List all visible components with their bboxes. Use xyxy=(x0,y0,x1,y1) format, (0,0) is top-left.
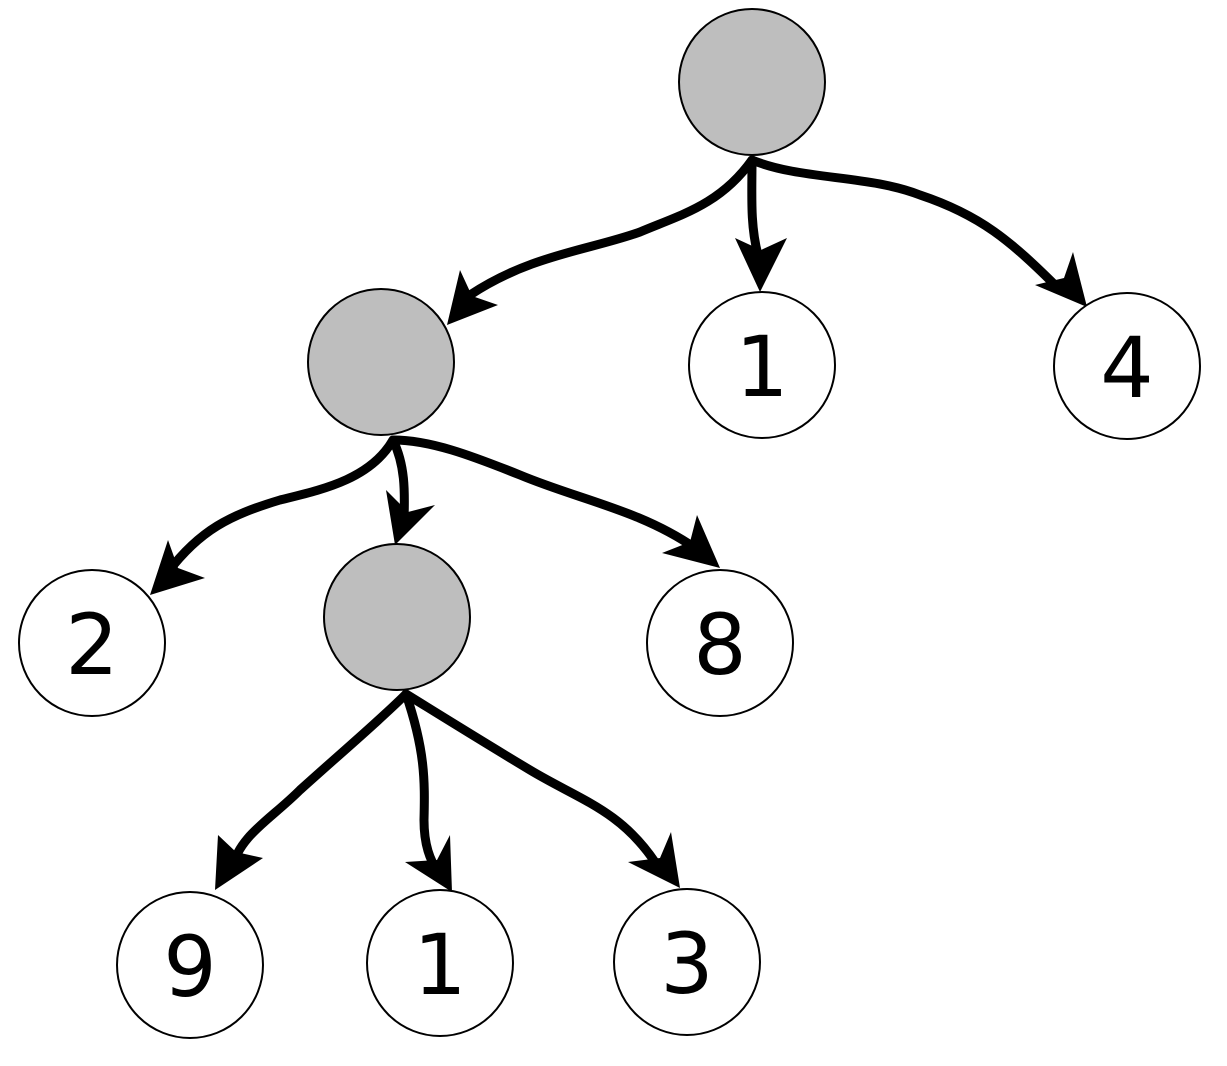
node-leaf-3: 3 xyxy=(613,888,761,1036)
node-label: 2 xyxy=(65,596,118,694)
leaf-node-circle xyxy=(613,888,761,1036)
edge-mid-to-low xyxy=(386,435,435,545)
node-mid xyxy=(307,288,455,436)
internal-node-circle xyxy=(678,8,826,156)
leaf-node-circle xyxy=(646,569,794,717)
edge-line xyxy=(163,435,398,577)
edge-low-to-leaf-3 xyxy=(401,689,680,888)
edge-root-to-mid xyxy=(447,155,757,325)
leaf-node-circle xyxy=(116,891,264,1039)
node-root xyxy=(678,8,826,156)
edge-mid-to-leaf-8 xyxy=(388,435,720,568)
edge-low-to-leaf-1-bottom xyxy=(401,689,452,892)
node-low xyxy=(323,543,471,691)
leaf-node-circle xyxy=(366,889,514,1037)
arrowhead-icon xyxy=(405,835,452,892)
node-label: 3 xyxy=(660,915,713,1013)
arrowhead-icon xyxy=(628,832,680,888)
edge-root-to-leaf-1-top xyxy=(735,155,787,292)
node-label: 1 xyxy=(413,916,466,1014)
leaf-node-circle xyxy=(688,291,836,439)
node-label: 4 xyxy=(1100,319,1153,417)
arrowhead-icon xyxy=(215,835,263,890)
arrowhead-icon xyxy=(386,490,435,545)
edge-mid-to-leaf-2 xyxy=(150,435,398,595)
node-leaf-1-top: 1 xyxy=(688,291,836,439)
node-leaf-1-bottom: 1 xyxy=(366,889,514,1037)
edge-line xyxy=(747,155,1065,295)
node-label: 8 xyxy=(693,596,746,694)
arrowhead-icon xyxy=(447,270,498,325)
edge-low-to-leaf-9 xyxy=(215,689,411,890)
edge-line xyxy=(401,689,443,877)
leaf-node-circle xyxy=(18,569,166,717)
edge-line xyxy=(747,155,763,260)
edge-line xyxy=(401,689,660,867)
arrowhead-icon xyxy=(1035,252,1087,307)
internal-node-circle xyxy=(323,543,471,691)
edge-line xyxy=(388,435,700,553)
node-leaf-9: 9 xyxy=(116,891,264,1039)
node-leaf-2: 2 xyxy=(18,569,166,717)
edges-layer xyxy=(150,155,1087,892)
arrowhead-icon xyxy=(662,515,720,568)
leaf-node-circle xyxy=(1053,292,1201,440)
node-label: 9 xyxy=(163,918,216,1016)
node-label: 1 xyxy=(735,318,788,416)
internal-node-circle xyxy=(307,288,455,436)
node-leaf-4: 4 xyxy=(1053,292,1201,440)
edge-line xyxy=(465,155,757,300)
nodes-layer: 1 4 2 8 9 1 3 xyxy=(18,8,1201,1039)
arrowhead-icon xyxy=(150,540,205,595)
node-leaf-8: 8 xyxy=(646,569,794,717)
edge-line xyxy=(227,689,411,873)
arrowhead-icon xyxy=(735,238,787,292)
edge-root-to-leaf-4 xyxy=(747,155,1087,307)
